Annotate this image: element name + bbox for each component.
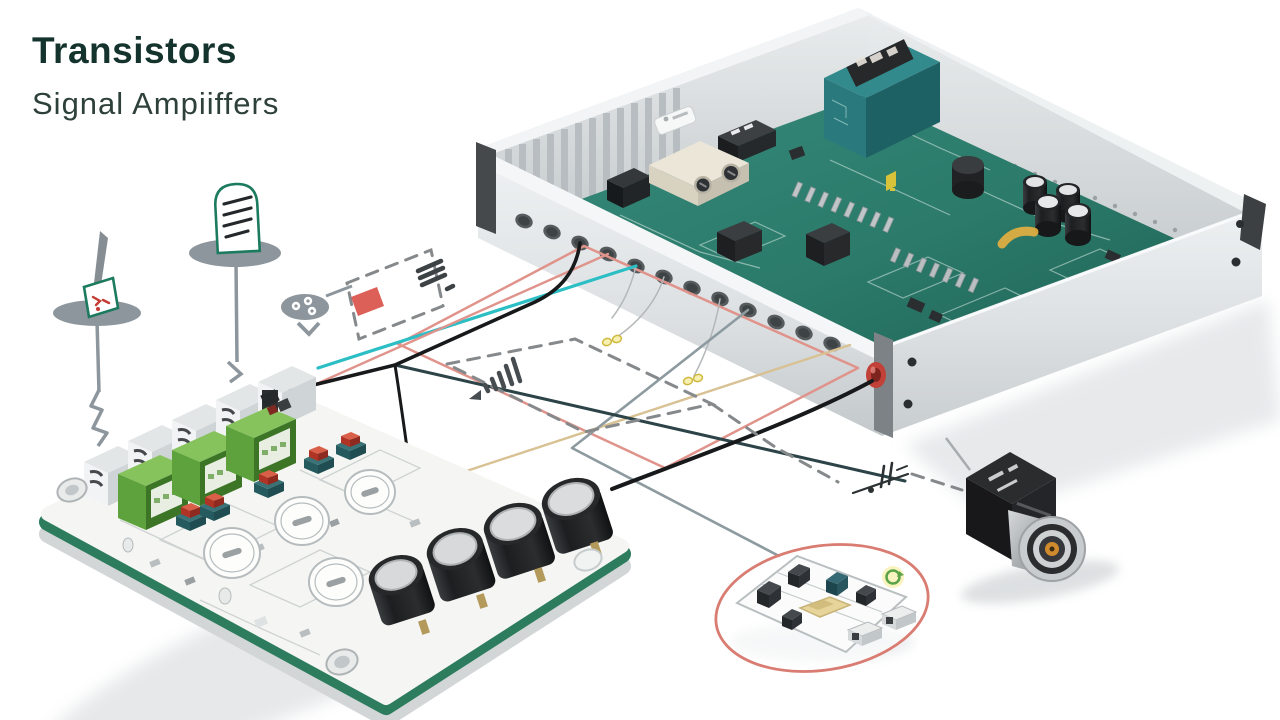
relay-left (607, 168, 650, 208)
sensor-pin (945, 437, 971, 471)
stem-arrow (226, 360, 244, 384)
page-title: Transistors (32, 30, 237, 71)
rim-back-right (858, 8, 1262, 214)
corner-connector (260, 389, 292, 416)
white-sticker (654, 106, 697, 135)
mounting-holes (56, 477, 603, 676)
enclosure (476, 8, 1266, 438)
resistor-array-1 (791, 181, 895, 234)
marker-stem (95, 319, 101, 393)
right-corner-trim (1240, 194, 1266, 250)
cursor-card-marker (53, 231, 141, 447)
black-wire-main (287, 241, 582, 393)
wires (238, 241, 907, 558)
back-right-inner-wall (865, 16, 1248, 248)
dashed-box-1 (345, 247, 445, 342)
sensor-shadow (961, 560, 1119, 604)
red-dot (96, 307, 100, 311)
dashed-connector-1 (710, 402, 840, 484)
yellow-glyph (886, 171, 896, 191)
page-subtitle: Signal Ampiiffers (32, 86, 280, 121)
red-chip (351, 287, 384, 316)
amplifier-board (39, 366, 631, 720)
document-card-marker (189, 182, 281, 384)
rim-back-left (478, 8, 872, 154)
teal-wire (316, 264, 638, 370)
ic-chip-2 (806, 223, 850, 266)
trimmer-module (649, 141, 749, 206)
dashed-connector-2 (910, 472, 964, 492)
front-corner-trim (874, 332, 893, 438)
mini-yellow-chip (798, 596, 853, 618)
badge-circle (281, 294, 329, 320)
yellow-highlight-band (997, 226, 1039, 249)
ic-chip-1 (717, 221, 762, 262)
mini-connectors (846, 605, 918, 646)
red-scribble (91, 295, 111, 307)
mini-components (757, 564, 876, 630)
resistor-array-2 (889, 247, 980, 294)
layer-stack-glyph (415, 258, 456, 292)
sensor-side-stripe (1016, 501, 1052, 518)
circuit-callout (714, 543, 930, 673)
sensor-connector (945, 437, 1086, 582)
molecule-dots (291, 296, 317, 316)
board-small-parts (122, 518, 421, 638)
capacitor-footprints (203, 469, 396, 607)
signal-bars-glyph (469, 356, 523, 400)
molecule-badge (281, 284, 353, 337)
sensor-label (987, 463, 1019, 492)
front-right-wall (882, 206, 1262, 436)
title-block: Transistors Signal Ampiiffers (32, 30, 279, 122)
lightning-arrow (89, 389, 109, 447)
marker-stem (234, 261, 239, 363)
plug-face (1018, 516, 1086, 582)
relay-module-black (718, 120, 776, 162)
chevron-down-icon (296, 321, 321, 337)
cursor-blade (94, 231, 108, 292)
capacitor-cluster (1023, 175, 1091, 246)
grommet-cable (610, 379, 874, 491)
large-capacitor (952, 156, 984, 199)
cursor-card (82, 276, 120, 319)
teal-transformer (824, 39, 940, 158)
recycle-glyph (882, 566, 904, 588)
capacitor-symbol (851, 461, 910, 495)
front-left-wall-top-band (478, 148, 882, 362)
document-lines (222, 195, 253, 239)
mini-board (735, 554, 918, 654)
wall-highlight (881, 206, 1263, 350)
badge-link-line (325, 284, 353, 298)
dashed-annotations (345, 247, 964, 492)
dark-teal-wire (393, 363, 907, 483)
left-corner-trim (476, 142, 496, 234)
sensor-top (966, 452, 1056, 504)
sensor-left-face (966, 478, 1012, 560)
screws (903, 220, 1244, 409)
power-capacitors (368, 477, 613, 635)
trimpots (176, 432, 366, 531)
yellow-cable-tags (601, 334, 704, 386)
steel-wire (570, 308, 781, 558)
terminal-blocks (118, 407, 296, 530)
tan-wire (428, 343, 852, 485)
front-left-wall (478, 148, 882, 436)
document-card (214, 182, 262, 255)
